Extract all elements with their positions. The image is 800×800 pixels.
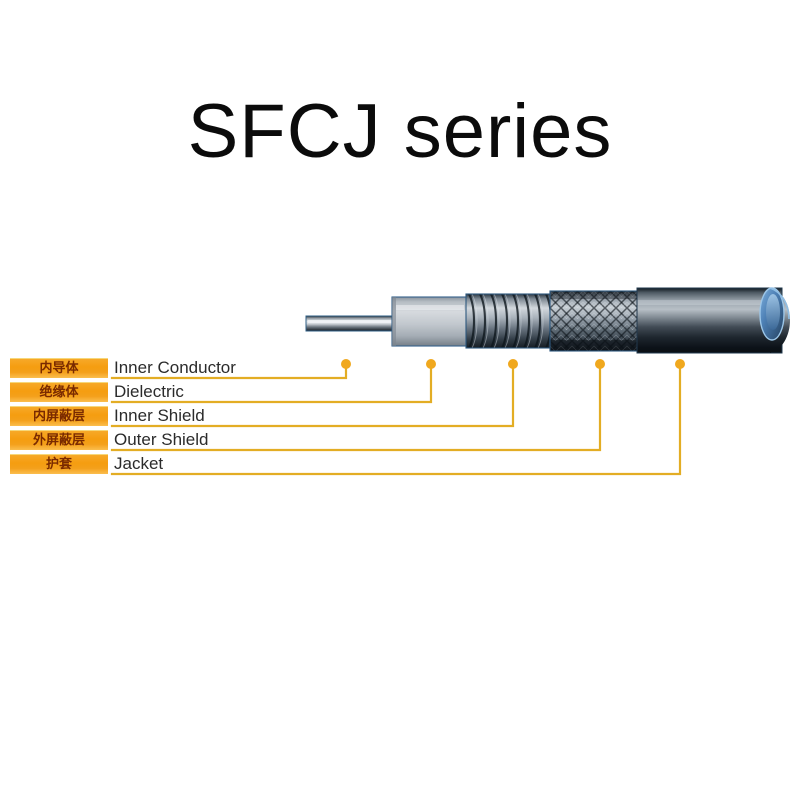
page-title: SFCJ series [187,89,613,174]
legend-badge-cn-inner-conductor: 内导体 [10,358,108,378]
leader-inner-shield [110,364,515,428]
cable-layer-jacket [636,287,790,354]
cable-layer-dielectric [391,296,469,347]
cable-layer-inner-shield [465,293,551,349]
cable-layer-outer-shield [549,290,639,352]
leader-outer-shield [110,364,602,452]
legend-label-en-inner-conductor: Inner Conductor [114,358,236,377]
leader-jacket [110,364,682,476]
legend-label-en-inner-shield: Inner Shield [114,406,205,425]
callout-dot-dielectric [426,359,436,369]
legend-label-en-jacket: Jacket [114,454,164,473]
legend-badge-cn-dielectric: 绝缘体 [10,382,108,402]
callout-dot-jacket [675,359,685,369]
leader-dielectric [110,364,433,404]
leader-inner-conductor [110,364,348,380]
legend-badge-cn-outer-shield: 外屏蔽层 [10,430,108,450]
cable-layer-inner-conductor [305,315,395,332]
legend-label-en-dielectric: Dielectric [114,382,184,401]
callout-dot-inner-shield [508,359,518,369]
legend-badge-cn-jacket: 护套 [10,454,108,474]
callout-dot-outer-shield [595,359,605,369]
legend-badge-cn-inner-shield: 内屏蔽层 [10,406,108,426]
callout-dot-inner-conductor [341,359,351,369]
legend-label-en-outer-shield: Outer Shield [114,430,209,449]
